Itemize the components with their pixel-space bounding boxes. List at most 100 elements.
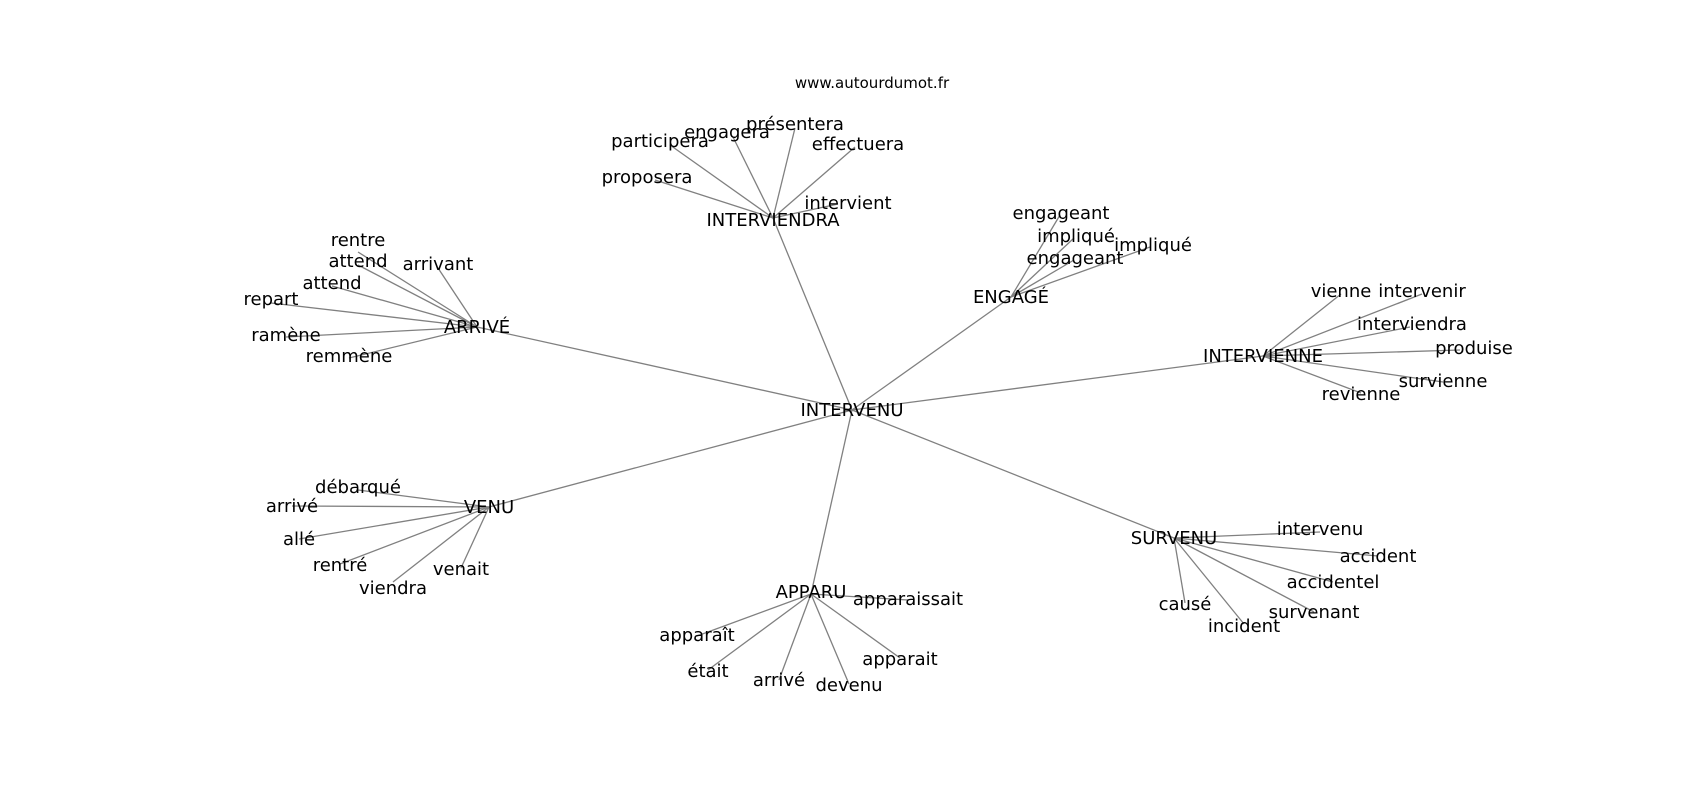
edge-interviendra-intervient-5 [772, 203, 839, 219]
node-word-survenant[interactable]: survenant [1269, 602, 1360, 623]
edge-apparu-etait-2 [707, 593, 812, 671]
node-word-apparait[interactable]: apparait [862, 649, 937, 670]
edge-apparu-arrive-3 [778, 593, 812, 681]
edge-root-survenu [851, 409, 1175, 539]
node-word-survienne[interactable]: survienne [1399, 371, 1488, 392]
node-word-proposera[interactable]: proposera [602, 167, 693, 188]
source-label: www.autourdumot.fr [795, 74, 950, 92]
edge-root-interviendra [772, 217, 853, 411]
node-word-rentre[interactable]: rentré [313, 555, 368, 576]
edge-apparu-apparaissait-0 [810, 593, 909, 601]
edge-survenu-cause-3 [1173, 537, 1186, 604]
edge-apparu-apparait-5 [810, 593, 901, 659]
edge-arrive-arrivant-2 [437, 267, 478, 328]
node-word-revienne[interactable]: revienne [1322, 384, 1401, 405]
node-word-repart[interactable]: repart [244, 289, 299, 310]
node-word-arrivant[interactable]: arrivant [403, 254, 474, 275]
edge-engage-engageant-3 [1010, 259, 1075, 298]
edge-root-venu [488, 409, 853, 508]
node-hub-intervienne[interactable]: INTERVIENNE [1203, 346, 1323, 367]
node-word-alle[interactable]: allé [283, 529, 315, 550]
edge-survenu-incident-5 [1173, 537, 1245, 625]
node-word-interviendra[interactable]: interviendra [1357, 314, 1467, 335]
edge-root-intervienne [851, 355, 1264, 411]
edge-arrive-ramene-5 [285, 326, 478, 338]
node-word-produise[interactable]: produise [1435, 338, 1513, 359]
edge-arrive-attend-1 [357, 264, 478, 328]
node-word-vienne[interactable]: vienne [1311, 281, 1372, 302]
node-hub-apparu[interactable]: APPARU [776, 582, 847, 603]
edge-intervienne-revienne-5 [1262, 355, 1362, 394]
node-word-venait[interactable]: venait [433, 559, 489, 580]
node-word-viendra[interactable]: viendra [359, 578, 427, 599]
edges [270, 127, 1461, 685]
edge-root-engage [851, 296, 1012, 411]
node-word-participera[interactable]: participera [611, 131, 709, 152]
node-word-intervenir[interactable]: intervenir [1378, 281, 1466, 302]
edge-venu-rentre-3 [339, 506, 490, 565]
edge-arrive-remmene-6 [348, 326, 478, 359]
node-word-arrive[interactable]: arrivé [753, 670, 805, 691]
node-hub-survenu[interactable]: SURVENU [1131, 528, 1217, 549]
edge-arrive-rentre-0 [357, 251, 478, 328]
edge-venu-arrive-1 [291, 505, 490, 508]
edge-survenu-intervenu-0 [1173, 531, 1321, 539]
node-word-intervenu[interactable]: intervenu [1277, 519, 1363, 540]
node-word-etait[interactable]: était [687, 661, 728, 682]
edge-arrive-repart-4 [270, 302, 478, 328]
edge-arrive-attend-3 [331, 285, 478, 328]
edge-survenu-accident-1 [1173, 537, 1379, 557]
node-root-intervenu[interactable]: INTERVENU [801, 400, 904, 421]
node-word-attend[interactable]: attend [328, 251, 387, 272]
edge-engage-implique-2 [1010, 246, 1151, 298]
edge-root-apparu [810, 409, 853, 595]
node-hub-arrive[interactable]: ARRIVÉ [444, 316, 510, 338]
edge-survenu-survenant-4 [1173, 537, 1315, 613]
node-word-accident[interactable]: accident [1340, 546, 1417, 567]
edge-interviendra-effectuera-3 [772, 146, 856, 219]
node-word-cause[interactable]: causé [1159, 594, 1212, 615]
node-word-intervient[interactable]: intervient [804, 193, 891, 214]
node-word-devenu[interactable]: devenu [815, 675, 882, 696]
node-word-accidentel[interactable]: accidentel [1287, 572, 1380, 593]
node-word-rentre[interactable]: rentre [331, 230, 386, 251]
node-word-ramene[interactable]: ramène [251, 325, 321, 346]
node-word-apparaissait[interactable]: apparaissait [853, 589, 963, 610]
node-word-attend[interactable]: attend [302, 273, 361, 294]
edge-intervienne-interviendra-2 [1262, 326, 1411, 357]
node-word-engageant[interactable]: engageant [1013, 203, 1110, 224]
node-word-apparait[interactable]: apparaît [659, 625, 734, 646]
edge-venu-venait-4 [460, 506, 490, 569]
node-word-arrive[interactable]: arrivé [266, 496, 318, 517]
edge-apparu-devenu-4 [810, 593, 850, 685]
node-hub-interviendra[interactable]: INTERVIENDRA [706, 210, 840, 231]
edge-intervienne-survienne-4 [1262, 355, 1444, 383]
node-word-remmene[interactable]: remmène [306, 346, 393, 367]
edge-survenu-accidentel-2 [1173, 537, 1334, 583]
edge-interviendra-presentera-2 [772, 127, 796, 219]
edge-venu-alle-2 [298, 506, 490, 540]
node-word-presentera[interactable]: présentera [746, 114, 844, 135]
node-word-effectuera[interactable]: effectuera [812, 134, 904, 155]
node-word-engageant[interactable]: engageant [1027, 248, 1124, 269]
edge-venu-debarque-0 [357, 489, 490, 508]
node-word-implique[interactable]: impliqué [1114, 235, 1192, 256]
edge-interviendra-engagera-1 [732, 136, 774, 219]
labels: INTERVENU INTERVIENDRA participeraengagera… [244, 114, 1513, 696]
edge-engage-implique-1 [1010, 237, 1075, 298]
node-word-implique[interactable]: impliqué [1037, 226, 1115, 247]
edge-interviendra-proposera-4 [654, 179, 774, 219]
edge-apparu-apparait-1 [696, 593, 812, 637]
edge-intervienne-produise-3 [1262, 349, 1461, 357]
edge-intervienne-intervenir-1 [1262, 293, 1423, 357]
node-hub-venu[interactable]: VENU [464, 497, 514, 518]
node-hub-engage[interactable]: ENGAGÉ [973, 286, 1049, 308]
edge-venu-viendra-5 [392, 506, 490, 583]
edge-engage-engageant-0 [1010, 214, 1061, 298]
edge-interviendra-participera-0 [669, 144, 774, 219]
node-word-debarque[interactable]: débarqué [315, 477, 401, 498]
edge-root-arrive [476, 326, 853, 411]
node-word-incident[interactable]: incident [1208, 616, 1280, 637]
node-word-engagera[interactable]: engagera [684, 122, 770, 143]
